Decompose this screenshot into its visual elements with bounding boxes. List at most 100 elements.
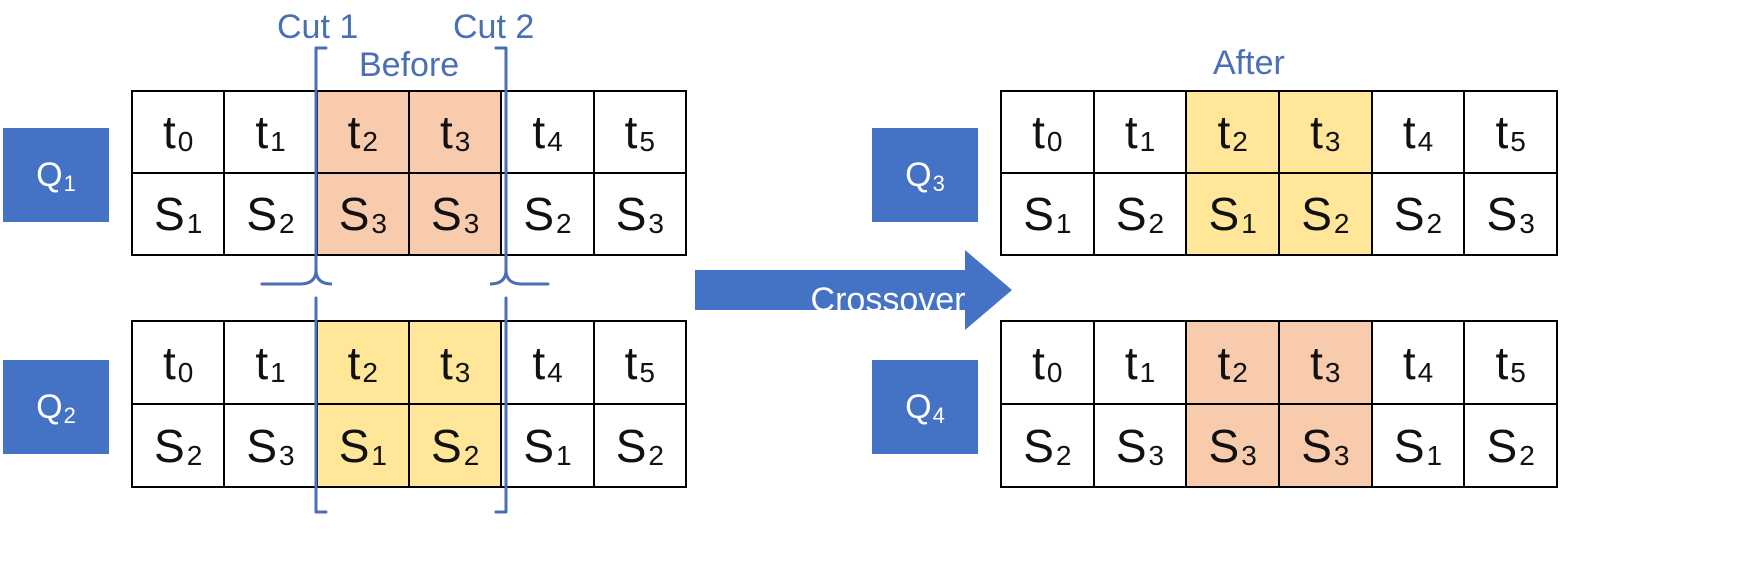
task-index: 2 xyxy=(362,356,378,388)
server-index: 1 xyxy=(371,439,387,471)
server-index: 2 xyxy=(648,439,664,471)
task-symbol: t xyxy=(439,106,453,158)
task-index: 2 xyxy=(1232,126,1248,157)
task-symbol: t xyxy=(439,336,453,389)
server-symbol: S xyxy=(1023,188,1054,240)
server-symbol: S xyxy=(246,419,278,472)
task-index: 2 xyxy=(1232,356,1248,388)
server-index: 2 xyxy=(1148,208,1165,239)
server-index: 2 xyxy=(556,208,572,239)
task-index: 0 xyxy=(177,356,194,388)
server-symbol: S xyxy=(1486,419,1518,472)
task-symbol: t xyxy=(1402,106,1416,158)
server-index: 1 xyxy=(556,439,572,471)
task-symbol: t xyxy=(162,336,176,389)
server-index: 1 xyxy=(1055,208,1072,239)
task-index: 1 xyxy=(270,126,286,157)
server-index: 2 xyxy=(186,439,203,471)
task-index: 4 xyxy=(547,126,563,157)
task-index: 5 xyxy=(639,356,655,388)
server-index: 3 xyxy=(1148,439,1165,471)
cut-1-label: Cut 1 xyxy=(277,8,359,46)
server-index: 1 xyxy=(1241,208,1257,239)
task-index: 0 xyxy=(177,126,194,157)
server-symbol: S xyxy=(523,188,555,240)
server-symbol: S xyxy=(1486,188,1518,240)
server-symbol: S xyxy=(154,419,185,472)
server-index: 3 xyxy=(1519,208,1535,239)
task-symbol: t xyxy=(1310,106,1323,158)
cut-2-bracket-tick xyxy=(489,269,508,286)
cut-1-bracket xyxy=(260,46,328,514)
task-symbol: t xyxy=(347,106,361,158)
task-symbol: t xyxy=(1217,336,1231,389)
server-symbol: S xyxy=(1208,419,1240,472)
cut-1-bracket-tick xyxy=(314,269,333,286)
server-symbol: S xyxy=(1393,188,1425,240)
server-symbol: S xyxy=(615,419,647,472)
server-index: 3 xyxy=(648,208,664,239)
task-index: 5 xyxy=(1510,356,1526,388)
server-index: 3 xyxy=(463,208,480,239)
task-index: 1 xyxy=(1139,126,1156,157)
server-symbol: S xyxy=(431,188,462,240)
server-symbol: S xyxy=(1393,419,1425,472)
q4-name: Q xyxy=(905,387,932,426)
server-index: 2 xyxy=(1055,439,1072,471)
task-symbol: t xyxy=(1402,336,1416,389)
task-symbol: t xyxy=(255,336,269,389)
cut-2-label: Cut 2 xyxy=(453,8,535,46)
task-index: 1 xyxy=(1139,356,1156,388)
q1-subscript: 1 xyxy=(63,171,76,196)
server-index: 2 xyxy=(463,439,480,471)
server-index: 2 xyxy=(1519,439,1535,471)
task-symbol: t xyxy=(624,336,638,389)
server-symbol: S xyxy=(1023,419,1054,472)
server-index: 3 xyxy=(1333,439,1350,471)
server-symbol: S xyxy=(431,419,462,472)
task-symbol: t xyxy=(1495,106,1509,158)
after-label: After xyxy=(1213,44,1285,82)
task-symbol: t xyxy=(162,106,176,158)
task-index: 3 xyxy=(1324,356,1341,388)
server-index: 3 xyxy=(1241,439,1257,471)
server-index: 2 xyxy=(1333,208,1350,239)
task-index: 3 xyxy=(1324,126,1341,157)
task-index: 4 xyxy=(1417,356,1434,388)
task-symbol: t xyxy=(1032,336,1045,389)
task-index: 1 xyxy=(270,356,286,388)
server-symbol: S xyxy=(246,188,278,240)
